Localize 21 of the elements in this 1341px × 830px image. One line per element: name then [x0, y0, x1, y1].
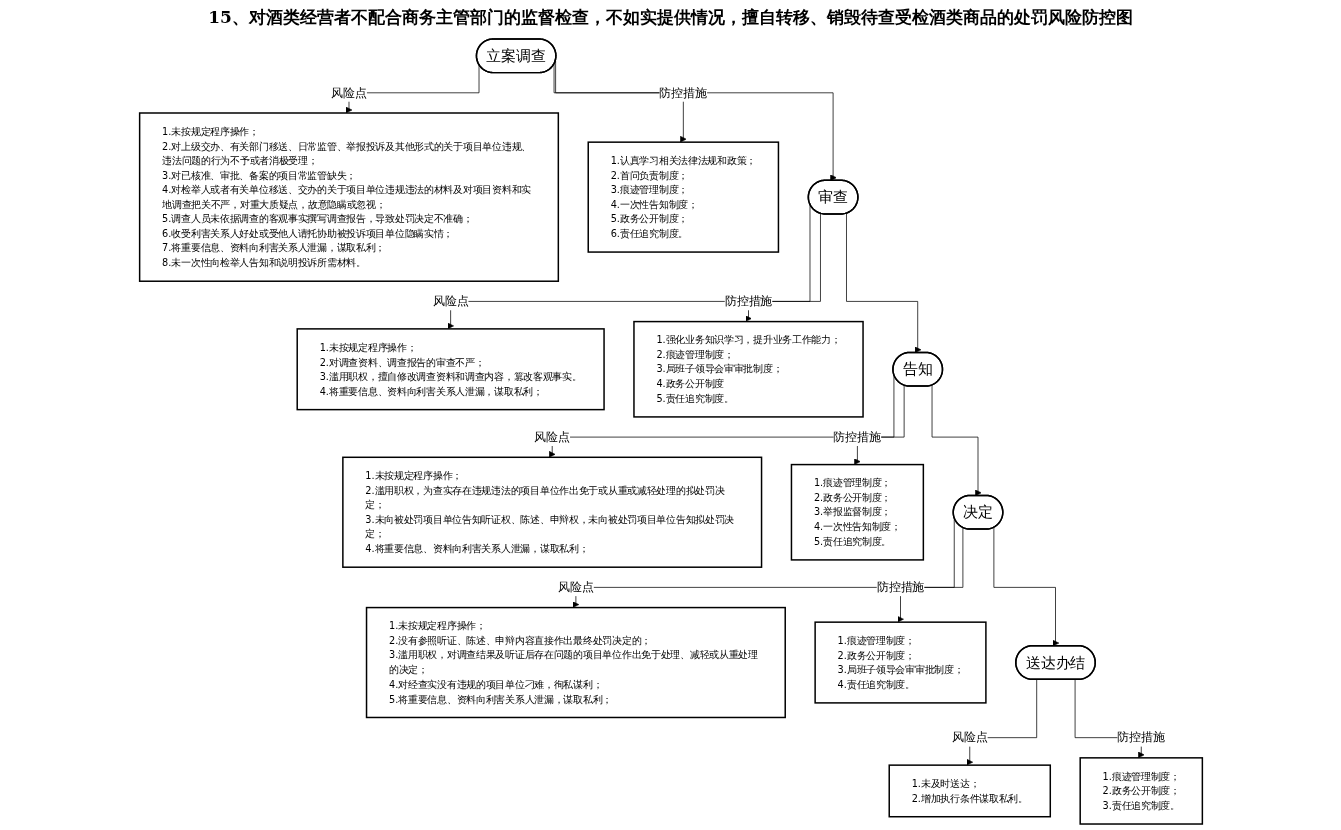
node-box: 1.未按规定程序操作； 2.对调查资料、调查报告的审查不严； 3.滥用职权，擅自修改调查资料和调查内容，篡改客观事实。 4.将重要信息、资料向利害关系人泄漏，谋取私利； — [295, 328, 605, 411]
node-box: 1.痕迹管理制度； 2.政务公开制度； 3.局班子领导会审审批制度； 4.责任追究制度。 — [813, 621, 987, 704]
node-box: 1.未按规定程序操作； 2.滥用职权，为查实存在违规违法的项目单位作出免于或从重或减轻处理的拟处罚决定； 3.未向被处罚项目单位告知听证权、陈述、申辩权，未向被处罚项目单位告知拟处罚决定； 4.将重要信息、资料向利害关系人泄漏，谋取私利； — [341, 456, 762, 568]
diagram-title: 15、对酒类经营者不配合商务主管部门的监督检查，不如实提供情况，擅自转移、销毁待查受检酒类商品的处罚风险防控图 — [208, 6, 1133, 29]
edge-label: 风险点 — [557, 579, 594, 595]
edge-label: 风险点 — [432, 293, 469, 309]
edge-label: 防控措施 — [832, 429, 881, 444]
node-box: 1.痕迹管理制度； 2.政务公开制度； 3.责任追究制度。 — [1078, 757, 1203, 825]
node-box: 1.强化业务知识学习，提升业务工作能力； 2.痕迹管理制度； 3.局班子领导会审审批制度； 4.政务公开制度 5.责任追究制度。 — [632, 320, 864, 418]
node-box: 1.未按规定程序操作； 2.没有参照听证、陈述、申辩内容直接作出最终处罚决定的； 3.滥用职权，对调查结果及听证后存在问题的项目单位作出免于处理、减轻或从重处理的决定； 4.对经查实没有违规的项目单位刁难，徇私谋利； 5.将重要信息、资料向利害关系人泄漏，谋取私利； — [365, 606, 786, 719]
node-box: 1.痕迹管理制度； 2.政务公开制度； 3.举报监督制度； 4.一次性告知制度； 5.责任追究制度。 — [790, 463, 924, 561]
edge-label: 风险点 — [330, 85, 367, 100]
edge-label: 防控措施 — [876, 579, 924, 595]
edge-label: 防控措施 — [658, 85, 707, 100]
edge-label: 风险点 — [533, 429, 570, 444]
node-box: 1.认真学习相关法律法规和政策； 2.首问负责制度； 3.痕迹管理制度； 4.一次性告知制度； 5.政务公开制度； 6.责任追究制度。 — [587, 141, 779, 253]
node-box: 1.未按规定程序操作； 2.对上级交办、有关部门移送、日常监管、举报投诉及其他形式的关于项目单位违规、违法问题的行为不予或者消极受理； 3.对已核准、审批、备案的项目常监管缺失； 4.对检举人或者有关单位移送、交办的关于项目单位违规违法的材料及对项目资料和实地调查把关不严，对重大质疑点，故意隐瞒或忽视； 5.调查人员未依据调查的客观事实撰写调查报告，导致处罚决定不准确； 6.收受利害关系人好处或受他人请托协助被投诉项目单位隐瞒实情； 7.将重要信息、资料向利害关系人泄漏，谋取私利； 8.未一次性向检举人告知和说明投诉所需材料。 — [138, 112, 559, 282]
node-box: 1.未及时送达； 2.增加执行条件谋取私利。 — [888, 764, 1051, 818]
edge-label: 防控措施 — [724, 293, 772, 309]
edge-label: 防控措施 — [1116, 730, 1165, 745]
edge-label: 风险点 — [951, 730, 988, 745]
